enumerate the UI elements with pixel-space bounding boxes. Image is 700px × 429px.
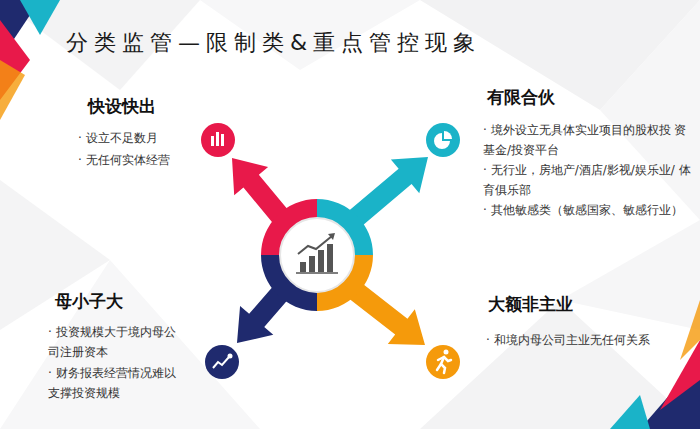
bullet-item: · 设立不足数月	[78, 128, 238, 148]
bullet-item: · 和境内母公司主业无任何关系	[486, 330, 686, 350]
bullet-item: · 无任何实体经营	[78, 150, 238, 170]
trend-icon	[213, 354, 233, 369]
pie-icon	[434, 131, 452, 149]
icon-circle	[426, 123, 460, 157]
bar-icon	[211, 132, 224, 146]
hub-graphic	[201, 123, 460, 379]
bullet-item: · 境外设立无具体实业项目的股权投 资基金/投资平台	[483, 120, 691, 160]
icon-circle	[426, 345, 460, 379]
bullet-item: · 其他敏感类（敏感国家、敏感行业）	[483, 200, 695, 220]
title: 分类监管—限制类&重点管控现象	[66, 28, 481, 58]
icon-circle	[201, 123, 235, 157]
group-heading: 母小子大	[55, 290, 123, 313]
group-heading: 大额非主业	[488, 293, 573, 316]
bullet-item: · 投资规模大于境内母公 司注册资本	[48, 322, 190, 362]
group-heading: 快设快出	[88, 95, 156, 118]
chart-icon	[296, 233, 338, 273]
bullet-item: · 财务报表经营情况难以 支撑投资规模	[48, 363, 190, 403]
icon-circle	[205, 345, 239, 379]
runner-icon	[437, 350, 451, 374]
hub-center	[280, 218, 354, 292]
group-heading: 有限合伙	[487, 86, 555, 109]
bullet-item: · 无行业，房地产/酒店/影视/娱乐业/ 体育俱乐部	[483, 160, 691, 200]
